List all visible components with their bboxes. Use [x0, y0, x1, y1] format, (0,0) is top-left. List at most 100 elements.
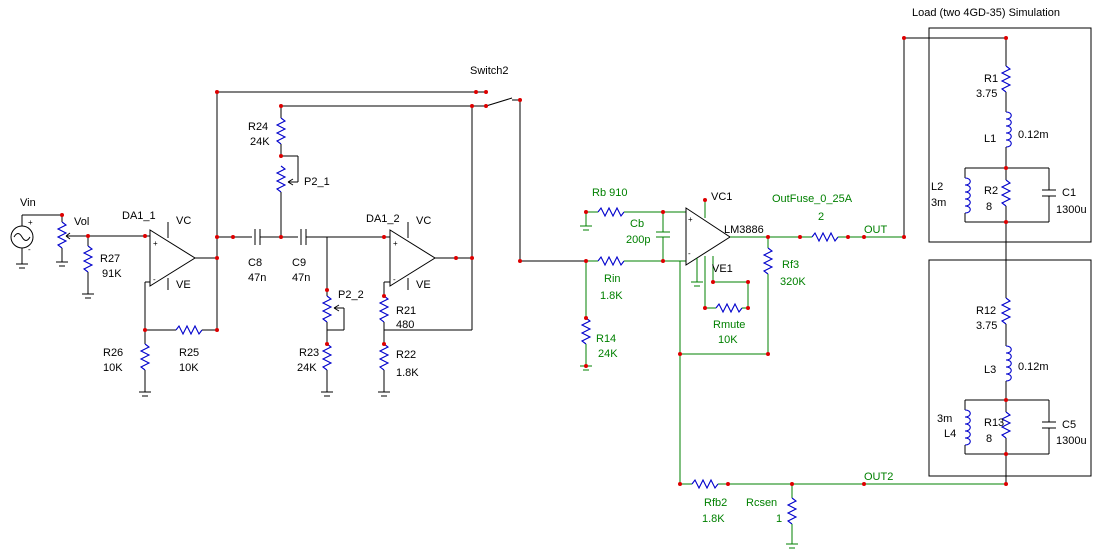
l2-inductor[interactable]: [964, 168, 971, 222]
p2-1-label: P2_1: [304, 176, 330, 188]
vin-minus: -: [28, 245, 31, 254]
c9-label: C9: [292, 257, 306, 269]
junction-nodes: [60, 36, 1008, 486]
da1-2-vc: VC: [416, 215, 431, 227]
ve1-label: VE1: [712, 263, 733, 275]
c5-value: 1300u: [1056, 435, 1087, 447]
da1-2-plus: +: [393, 239, 398, 248]
p2-1-potentiometer[interactable]: [275, 155, 299, 237]
l3-label: L3: [984, 364, 996, 376]
c9-value: 47n: [292, 272, 310, 284]
rcsen-label: Rcsen: [746, 497, 777, 509]
r24-resistor[interactable]: [275, 106, 287, 158]
r25-resistor[interactable]: [175, 324, 203, 336]
r23-label: R23: [299, 347, 319, 359]
r21-resistor[interactable]: [378, 295, 390, 344]
da1-1-vc: VC: [176, 215, 191, 227]
da1-1-plus: +: [153, 239, 158, 248]
outfuse[interactable]: [811, 231, 839, 243]
outfuse-label: OutFuse_0_25A: [772, 193, 853, 205]
p2-2-label: P2_2: [338, 289, 364, 301]
rb-label: Rb 910: [592, 187, 627, 199]
switch2[interactable]: [476, 91, 586, 262]
r14-value: 24K: [598, 348, 618, 360]
l4-label: L4: [944, 428, 956, 440]
l4-inductor[interactable]: [964, 400, 971, 454]
rcsen-value: 1: [776, 513, 782, 525]
r26-value: 10K: [103, 362, 123, 374]
da1-1-opamp[interactable]: [145, 222, 217, 290]
load-box-2: [928, 259, 1092, 477]
vol-potentiometer[interactable]: [56, 215, 150, 267]
r22-label: R22: [396, 349, 416, 361]
r24-label: R24: [248, 121, 268, 133]
r26-resistor[interactable]: [139, 330, 151, 397]
rf3-label: Rf3: [782, 259, 799, 271]
lm3886-opamp[interactable]: [685, 200, 800, 308]
l1-label: L1: [984, 133, 996, 145]
r1-label: R1: [984, 73, 998, 85]
rb-resistor[interactable]: [580, 206, 686, 231]
c9-capacitor[interactable]: [300, 229, 307, 245]
vin-plus: +: [28, 218, 33, 227]
l1-value: 0.12m: [1018, 129, 1049, 141]
r1-resistor[interactable]: [1000, 38, 1012, 112]
rmute-resistor[interactable]: [705, 302, 748, 314]
r22-value: 1.8K: [396, 367, 419, 379]
r12-label: R12: [976, 305, 996, 317]
c1-label: C1: [1062, 187, 1076, 199]
r22-resistor[interactable]: [378, 343, 390, 397]
rcsen-resistor[interactable]: [786, 484, 798, 549]
lm3886-plus: +: [688, 215, 693, 224]
lm3886-minus: -: [688, 249, 691, 258]
c8-label: C8: [248, 257, 262, 269]
l2-label: L2: [931, 181, 943, 193]
r12-resistor[interactable]: [1000, 292, 1012, 346]
r27-label: R27: [100, 253, 120, 265]
r13-value: 8: [986, 433, 992, 445]
rfb2-resistor[interactable]: [691, 478, 719, 490]
r2-label: R2: [984, 185, 998, 197]
c1-capacitor[interactable]: [1042, 168, 1056, 222]
cb-value: 200p: [626, 234, 650, 246]
rin-value: 1.8K: [600, 290, 623, 302]
r24-value: 24K: [250, 136, 270, 148]
r21-value: 480: [396, 319, 414, 331]
l1-inductor[interactable]: [1005, 111, 1012, 168]
p2-2-potentiometer[interactable]: [321, 290, 345, 344]
r1-value: 3.75: [976, 88, 997, 100]
r2-value: 8: [986, 201, 992, 213]
rfb2-value: 1.8K: [702, 513, 725, 525]
r2-resistor[interactable]: [1000, 168, 1012, 222]
load-box-1: [928, 27, 1092, 243]
c5-capacitor[interactable]: [1042, 400, 1056, 454]
cb-label: Cb: [630, 218, 644, 230]
l2-value: 3m: [931, 197, 946, 209]
rmute-value: 10K: [718, 334, 738, 346]
r25-value: 10K: [179, 362, 199, 374]
out2-label: OUT2: [864, 471, 893, 483]
c5-label: C5: [1062, 419, 1076, 431]
r14-resistor[interactable]: [580, 317, 592, 371]
rf3-resistor[interactable]: [762, 247, 774, 354]
l3-value: 0.12m: [1018, 361, 1049, 373]
cb-capacitor[interactable]: [656, 212, 670, 261]
da1-2-minus: -: [393, 275, 396, 284]
r23-resistor[interactable]: [321, 343, 333, 397]
c8-value: 47n: [248, 272, 266, 284]
da1-2-opamp[interactable]: [384, 222, 472, 290]
rmute-label: Rmute: [713, 319, 745, 331]
rf3-value: 320K: [780, 276, 806, 288]
c8-capacitor[interactable]: [254, 229, 261, 245]
r21-label: R21: [396, 305, 416, 317]
vin-source[interactable]: [10, 214, 62, 269]
l3-inductor[interactable]: [1005, 345, 1012, 400]
load-title: Load (two 4GD-35) Simulation: [912, 7, 1060, 19]
outfuse-value: 2: [818, 211, 824, 223]
rin-resistor[interactable]: [597, 255, 625, 267]
r27-resistor[interactable]: [82, 236, 94, 299]
rin-label: Rin: [604, 273, 621, 285]
r12-value: 3.75: [976, 320, 997, 332]
r26-label: R26: [103, 347, 123, 359]
